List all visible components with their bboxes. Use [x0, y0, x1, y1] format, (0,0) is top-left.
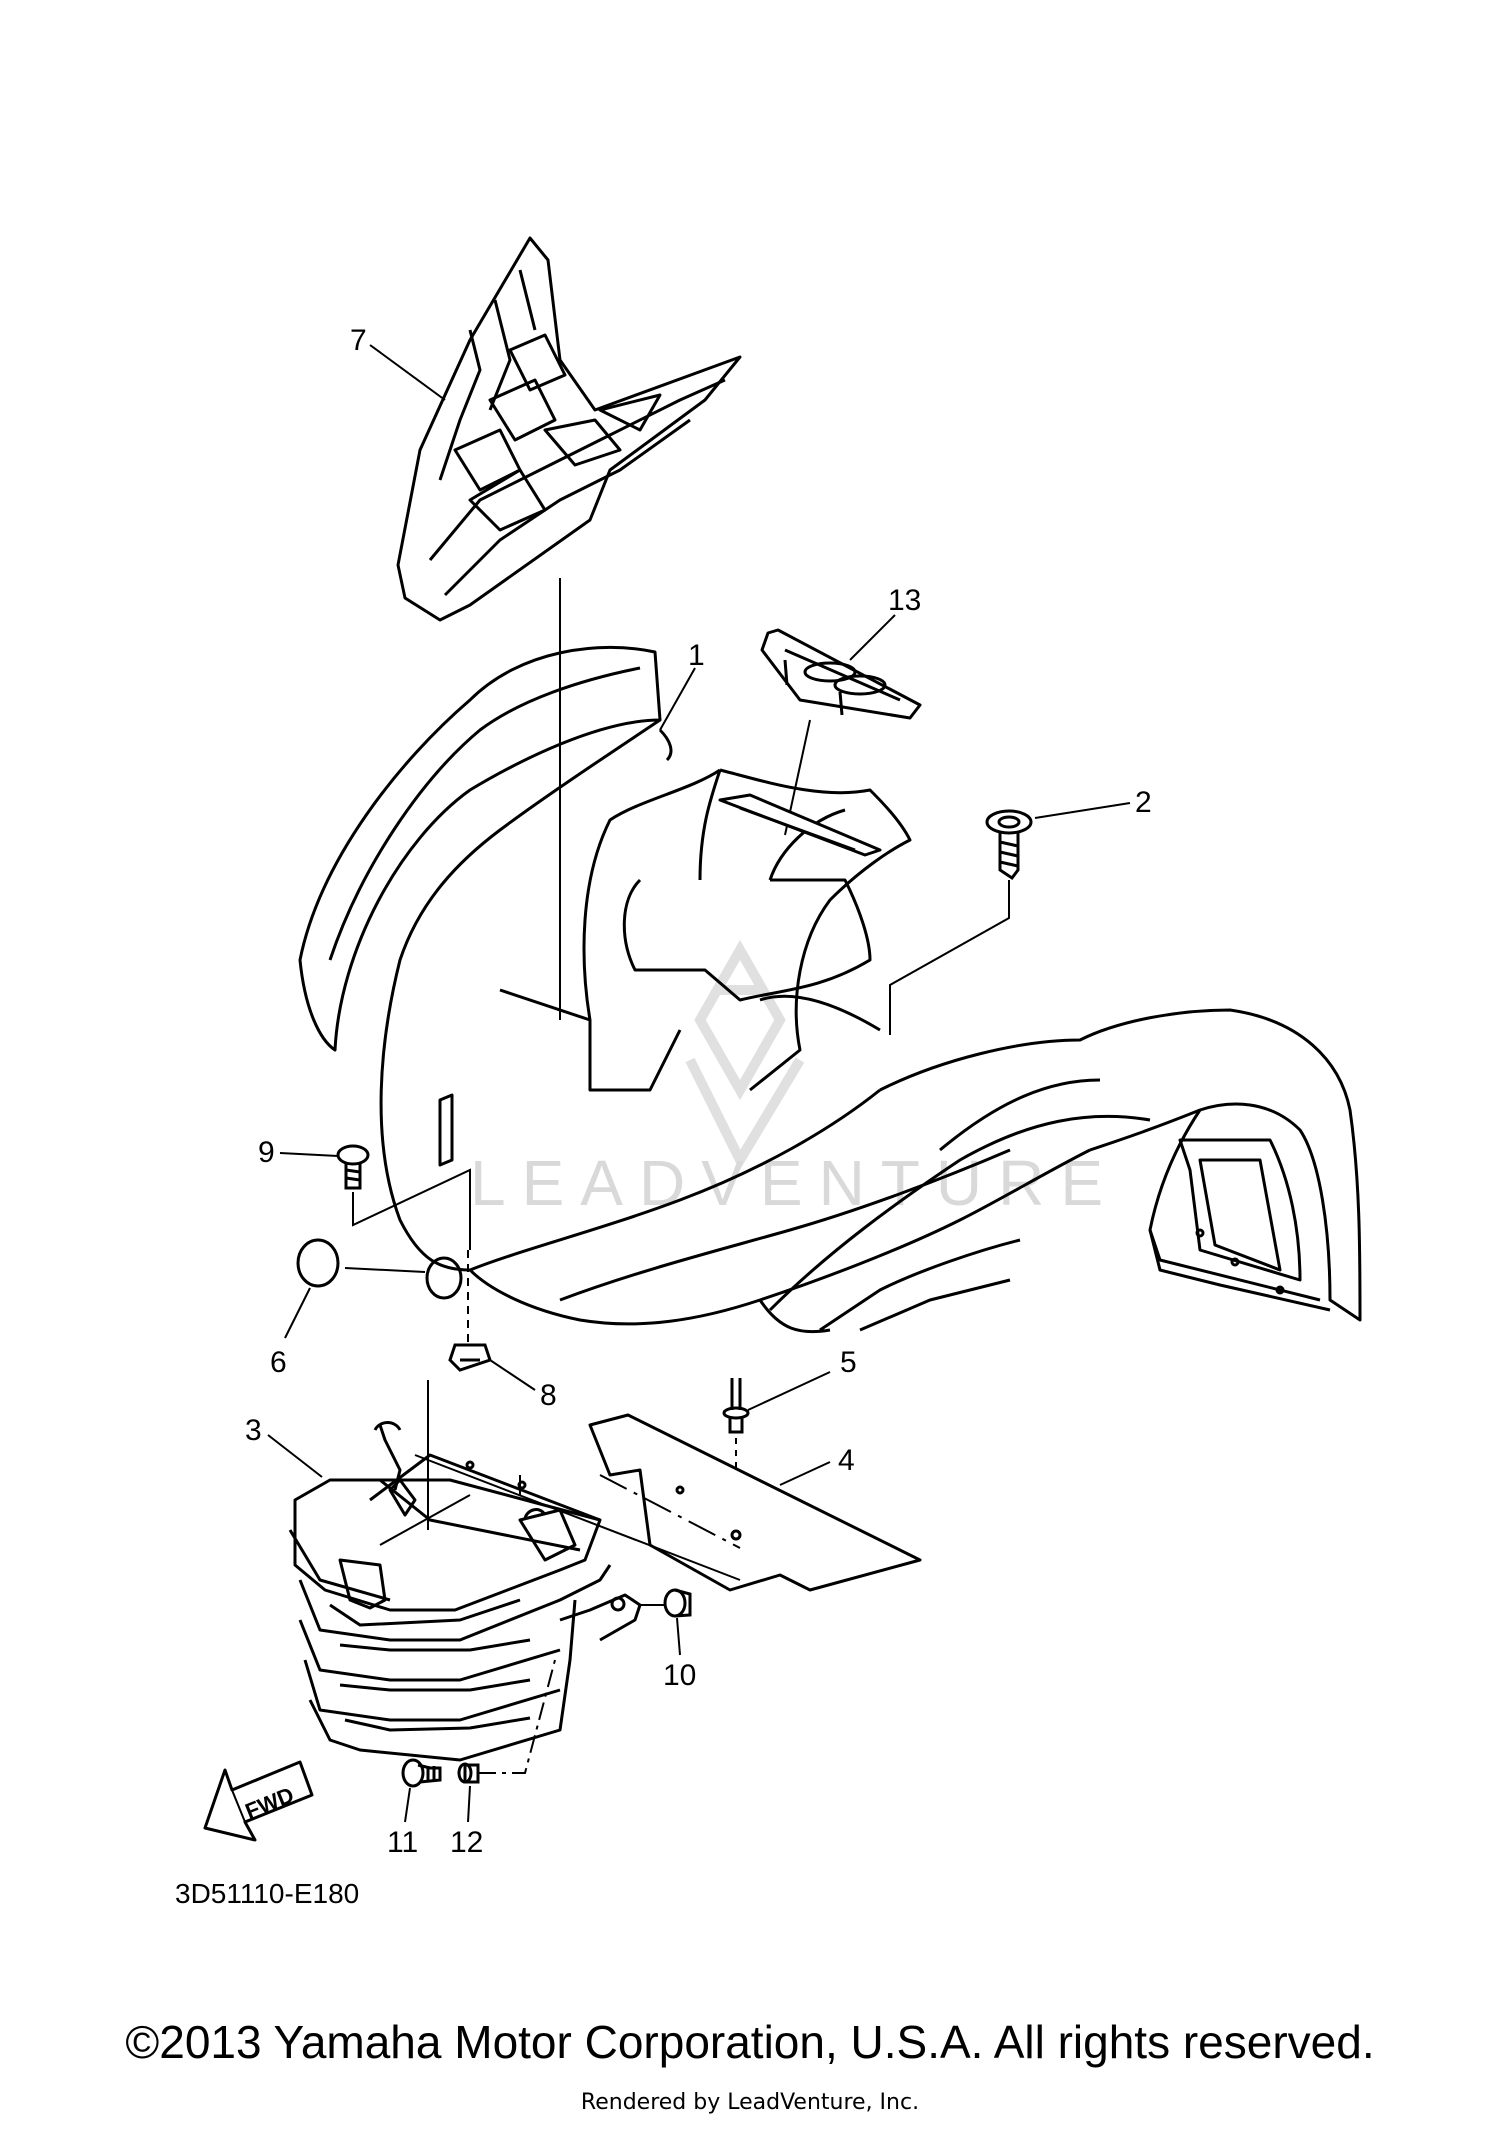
- watermark: LEADVENTURE: [470, 939, 1119, 1219]
- copyright-text: ©2013 Yamaha Motor Corporation, U.S.A. A…: [125, 2016, 1375, 2068]
- callout-13: 13: [888, 584, 921, 617]
- part-7-nose-panel: [396, 236, 742, 1020]
- leader-6: [284, 1287, 311, 1339]
- callout-9: 9: [258, 1136, 275, 1169]
- part-3-front-guard: [288, 1421, 741, 1762]
- rendered-by-text: Rendered by LeadVenture, Inc.: [580, 2090, 920, 2115]
- part-6-reflector: [296, 1238, 463, 1300]
- callout-6: 6: [270, 1346, 287, 1379]
- part-5-rivet: [722, 1378, 750, 1470]
- part-13-emblem: [718, 628, 922, 857]
- leader-3: [267, 1434, 323, 1478]
- leader-9: [279, 1152, 339, 1157]
- callout-10: 10: [663, 1659, 696, 1692]
- leader-2: [1034, 802, 1131, 819]
- callout-1: 1: [688, 639, 705, 672]
- callout-2: 2: [1135, 786, 1152, 819]
- leader-1: [659, 667, 696, 731]
- callout-8: 8: [540, 1379, 557, 1412]
- diagram-code: 3D51110-E180: [175, 1878, 359, 1909]
- part-10-grommet: [663, 1588, 692, 1618]
- callout-3: 3: [245, 1414, 262, 1447]
- leader-12: [467, 1785, 471, 1823]
- callout-labels: 7 13 1 2 9 6 8 5 3 4 10 11 12: [245, 324, 1152, 1859]
- leader-5: [747, 1371, 831, 1411]
- leader-10: [676, 1617, 681, 1656]
- part-11-bolt: [401, 1758, 442, 1788]
- part-4-plate: [588, 1413, 922, 1592]
- callout-5: 5: [840, 1346, 857, 1379]
- callout-11: 11: [387, 1826, 418, 1859]
- fwd-arrow: FWD: [203, 1760, 314, 1842]
- part-2-screw: [889, 809, 1033, 1035]
- leader-lines: [267, 344, 1131, 1823]
- part-9-screw: [336, 1144, 471, 1250]
- watermark-text: LEADVENTURE: [470, 1147, 1119, 1219]
- leader-13: [849, 614, 896, 661]
- part-1-front-fender: [298, 645, 1362, 1334]
- leader-7: [369, 344, 446, 401]
- leader-4: [779, 1461, 831, 1486]
- leader-11: [404, 1787, 411, 1823]
- callout-4: 4: [838, 1444, 855, 1477]
- leader-8: [489, 1359, 536, 1391]
- part-12-collar: [457, 1659, 556, 1784]
- callout-12: 12: [450, 1826, 483, 1859]
- callout-7: 7: [350, 324, 367, 357]
